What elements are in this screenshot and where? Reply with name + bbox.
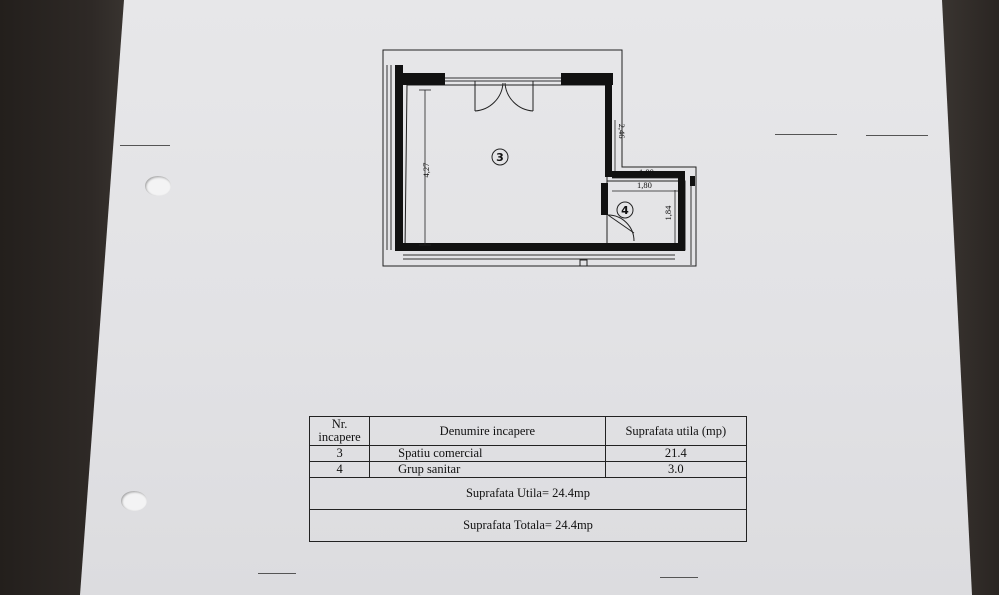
table-row: 4 Grup sanitar 3.0 <box>308 461 748 478</box>
room-4-label: 4 <box>621 204 629 217</box>
wall-fill <box>395 65 685 251</box>
room-3-marker <box>491 148 509 166</box>
cell-name: Grup sanitar <box>369 461 606 478</box>
cell-area: 21.4 <box>604 445 748 462</box>
rooms-area-table: Nr. incapere Denumire incapere Suprafata… <box>308 416 748 542</box>
fold-mark-bottom-right <box>660 577 698 578</box>
dimension-inner-width: 1,80 <box>637 180 652 190</box>
dimension-main-height: 4,27 <box>421 163 431 178</box>
fixture-icon <box>579 259 588 267</box>
fold-mark-bottom-left <box>258 573 296 574</box>
punch-hole-top <box>145 176 171 196</box>
cell-nr: 4 <box>308 461 371 478</box>
table-row: 3 Spatiu comercial 21.4 <box>308 445 748 462</box>
useful-area-total: Suprafata Utila= 24.4mp <box>309 477 747 510</box>
dimension-top-width: 1,80 <box>639 167 654 177</box>
total-area: Suprafata Totala= 24.4mp <box>309 509 747 542</box>
header-nr: Nr. incapere <box>308 416 371 446</box>
fold-mark-left <box>120 145 170 146</box>
punch-hole-bottom <box>121 491 147 511</box>
outer-wall-outline <box>382 49 697 267</box>
cell-area: 3.0 <box>604 461 748 478</box>
room-4-marker <box>616 201 634 219</box>
header-area: Suprafata utila (mp) <box>604 416 748 446</box>
room-3-label: 3 <box>496 151 504 164</box>
vent-icon <box>690 176 695 186</box>
dimension-bath-height: 1,84 <box>663 205 673 221</box>
cell-nr: 3 <box>308 445 371 462</box>
bathroom-door <box>607 214 635 242</box>
fold-mark-right-a <box>775 134 837 135</box>
dimension-small-vertical: 2,46 <box>617 124 627 139</box>
header-name: Denumire incapere <box>369 416 606 446</box>
entrance-door <box>474 81 534 112</box>
fold-mark-right-b <box>866 135 928 136</box>
floor-plan: 3 4 4,27 2,46 1,80 1,80 1,84 <box>382 49 697 267</box>
cell-name: Spatiu comercial <box>369 445 606 462</box>
